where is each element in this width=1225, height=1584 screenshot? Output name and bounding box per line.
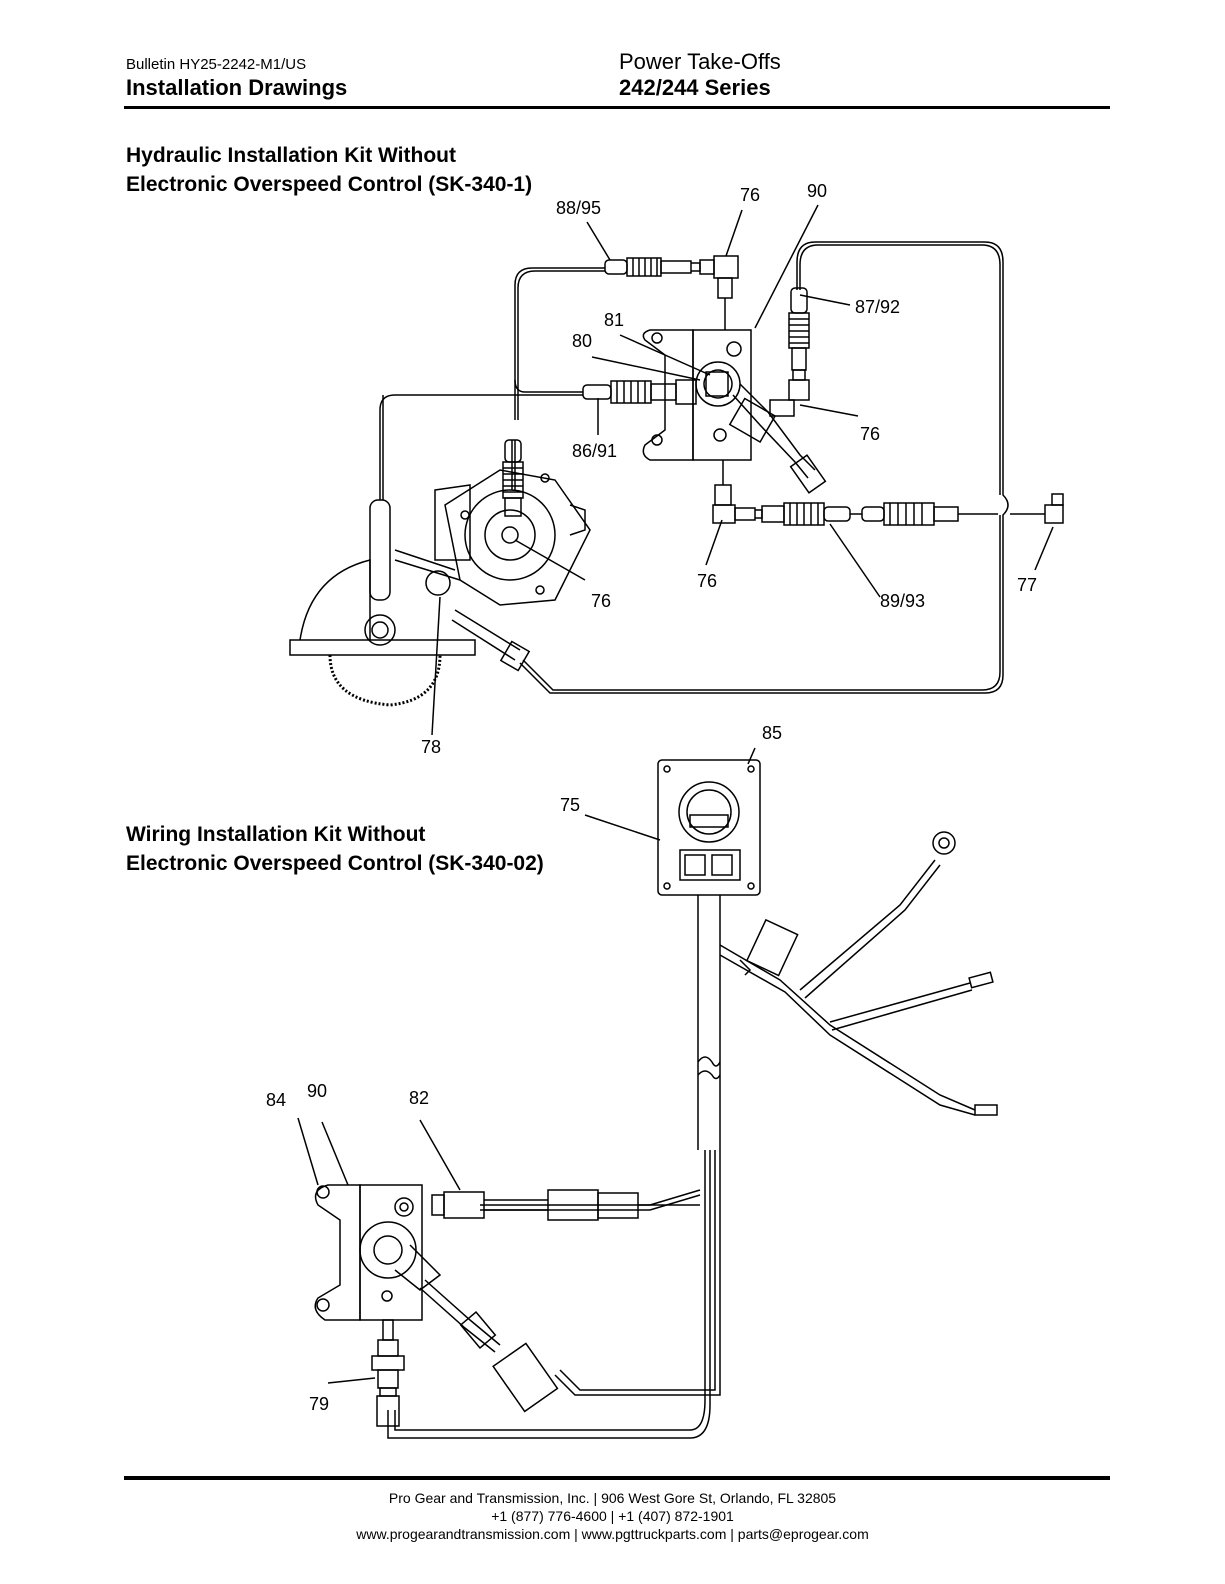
callout-82: 82 bbox=[409, 1088, 430, 1108]
leader-89-93 bbox=[829, 523, 881, 598]
leader-80 bbox=[591, 356, 701, 381]
callout-81: 81 bbox=[604, 310, 625, 330]
pto-pump-assembly bbox=[289, 469, 591, 707]
leader-88-95 bbox=[586, 221, 611, 261]
elbow-fitting-76-top bbox=[699, 255, 739, 299]
wiring-kit-diagram bbox=[297, 747, 998, 1439]
elbow-fitting-76-bottom bbox=[712, 484, 763, 524]
leader-76-right bbox=[799, 404, 859, 417]
hose-fitting-88-95 bbox=[604, 257, 701, 277]
callout-76-top: 76 bbox=[740, 185, 761, 205]
hose-fitting-89-93 bbox=[761, 502, 959, 526]
callout-86-91: 86/91 bbox=[572, 441, 618, 461]
hose-fitting-87-92 bbox=[769, 287, 810, 417]
callout-76-right: 76 bbox=[860, 424, 881, 444]
callout-87-92: 87/92 bbox=[855, 297, 901, 317]
leader-85 bbox=[747, 747, 756, 765]
leader-76-pump bbox=[514, 539, 586, 581]
hose-88-95-line bbox=[514, 267, 605, 420]
bulletin-number: Bulletin HY25-2242-M1/US bbox=[126, 56, 307, 73]
control-box-85 bbox=[657, 759, 761, 896]
hydraulic-kit-diagram bbox=[289, 204, 1064, 736]
product-series: 242/244 Series bbox=[619, 75, 771, 100]
leader-82 bbox=[419, 1119, 461, 1191]
sensor-79 bbox=[371, 1319, 405, 1427]
callout-77: 77 bbox=[1017, 575, 1038, 595]
footer-address: Pro Gear and Transmission, Inc. | 906 We… bbox=[388, 1490, 837, 1506]
wiring-kit-title-line1: Wiring Installation Kit Without bbox=[126, 823, 426, 846]
wiring-kit-title: Wiring Installation Kit Without Electron… bbox=[126, 820, 544, 878]
section-title: Installation Drawings bbox=[126, 75, 348, 100]
header-rule bbox=[124, 106, 1110, 109]
leader-79 bbox=[327, 1377, 376, 1384]
leader-90-top bbox=[754, 204, 819, 329]
callout-79: 79 bbox=[309, 1394, 330, 1414]
product-name: Power Take-Offs bbox=[619, 49, 781, 74]
pump-fitting-76 bbox=[502, 439, 524, 517]
leader-75 bbox=[584, 814, 661, 841]
callout-76-bottom: 76 bbox=[697, 571, 718, 591]
callout-85: 85 bbox=[762, 723, 783, 743]
callout-90-top: 90 bbox=[807, 181, 828, 201]
leader-81 bbox=[619, 334, 711, 376]
valve-block-84-90 bbox=[314, 1184, 442, 1321]
leader-76-bottom bbox=[705, 519, 723, 566]
hose-fitting-86-91 bbox=[582, 379, 697, 405]
valve-block-90 bbox=[642, 329, 752, 461]
callout-75: 75 bbox=[560, 795, 581, 815]
callout-88-95: 88/95 bbox=[556, 198, 602, 218]
footer-rule bbox=[124, 1476, 1110, 1480]
leader-77 bbox=[1034, 526, 1054, 571]
callout-90-bottom: 90 bbox=[307, 1081, 328, 1101]
leader-78 bbox=[431, 596, 441, 736]
leader-76-top bbox=[725, 209, 743, 257]
callout-89-93: 89/93 bbox=[880, 591, 926, 611]
hydraulic-kit-title-line2: Electronic Overspeed Control (SK-340-1) bbox=[126, 173, 533, 196]
callout-78: 78 bbox=[421, 737, 442, 757]
callout-76-pump: 76 bbox=[591, 591, 612, 611]
wiring-kit-title-line2: Electronic Overspeed Control (SK-340-02) bbox=[126, 852, 544, 875]
callout-84: 84 bbox=[266, 1090, 287, 1110]
footer-phone: +1 (877) 776-4600 | +1 (407) 872-1901 bbox=[491, 1508, 734, 1524]
callout-80: 80 bbox=[572, 331, 593, 351]
connector-82 bbox=[431, 1189, 639, 1221]
hydraulic-kit-title-line1: Hydraulic Installation Kit Without bbox=[126, 144, 456, 167]
hydraulic-kit-title: Hydraulic Installation Kit Without Elect… bbox=[126, 141, 532, 199]
elbow-fitting-77 bbox=[1044, 493, 1064, 524]
leader-84 bbox=[297, 1117, 319, 1186]
leader-87-92 bbox=[799, 294, 851, 306]
footer-web-links: www.progearandtransmission.com | www.pgt… bbox=[356, 1526, 869, 1542]
leader-90-bottom bbox=[321, 1121, 349, 1186]
